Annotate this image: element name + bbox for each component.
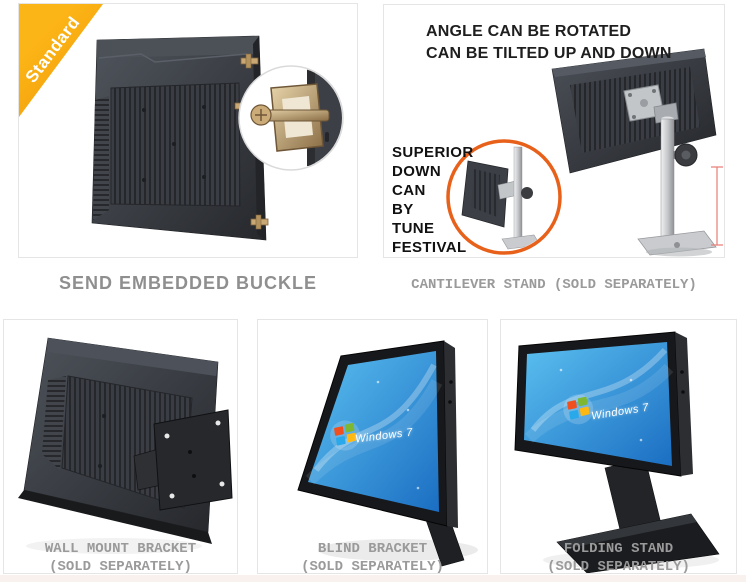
panel-standard-buckle: Standard [18,3,358,258]
rotation-heading: ANGLE CAN BE ROTATED CAN BE TILTED UP AN… [426,21,672,65]
caption-folding-stand: FOLDING STAND (SOLD SEPARATELY) [501,540,736,576]
stand-base [556,513,720,573]
caption-standard-buckle: SEND EMBEDDED BUCKLE [58,273,318,293]
superior-note-line: SUPERIOR [392,144,474,161]
rotation-heading-line2: CAN BE TILTED UP AND DOWN [426,45,672,62]
superior-note-line: FESTIVAL [392,239,467,256]
superior-note-line: TUNE [392,220,435,237]
panel-blind-bracket: Windows 7 BLIND BRACKET (SOLD SEPARATELY… [257,319,488,576]
panel-wall-mount: WALL MOUNT BRACKET (SOLD SEPARATELY) [3,319,238,576]
wall-mount-graphic [18,337,233,554]
footer-strip [0,575,746,582]
caption-blind-bracket-line2: (SOLD SEPARATELY) [301,559,444,575]
superior-note-line: BY [392,201,414,218]
superior-note-line: CAN [392,182,426,199]
buckle-clip-bottom [250,214,269,230]
superior-note: SUPERIOR DOWN CAN BY TUNE FESTIVAL [392,143,474,257]
caption-wall-mount-line1: WALL MOUNT BRACKET [44,541,197,557]
caption-wall-mount-line2: (SOLD SEPARATELY) [49,559,192,575]
cantilever-stand-graphic [446,48,723,257]
panel-folding-stand: Windows 7 FOLDING STAND (SOLD SEPARATELY… [500,319,737,576]
blind-bracket-graphic [297,340,478,567]
caption-blind-bracket: BLIND BRACKET (SOLD SEPARATELY) [258,540,487,576]
windows-logo-icon [330,420,361,451]
monitor-back-buckle-graphic [91,35,344,241]
wall-bracket-plate [153,409,233,511]
caption-folding-stand-line1: FOLDING STAND [563,541,674,557]
caption-cantilever-stand: CANTILEVER STAND (SOLD SEPARATELY) [411,277,697,293]
screen-folding [524,342,672,466]
windows-logo-icon [563,394,594,425]
caption-folding-stand-line2: (SOLD SEPARATELY) [547,559,690,575]
rotation-heading-line1: ANGLE CAN BE ROTATED [426,23,632,40]
caption-blind-bracket-line1: BLIND BRACKET [317,541,428,557]
height-dimension-line [711,166,723,246]
caption-wall-mount: WALL MOUNT BRACKET (SOLD SEPARATELY) [4,540,237,576]
screen-blind [308,351,439,512]
buckle-clip-top [240,53,259,69]
folding-stand-graphic [514,331,720,573]
tilt-detail-circle [446,139,562,255]
panel-cantilever-stand: ANGLE CAN BE ROTATED CAN BE TILTED UP AN… [383,4,725,258]
superior-note-line: DOWN [392,163,442,180]
